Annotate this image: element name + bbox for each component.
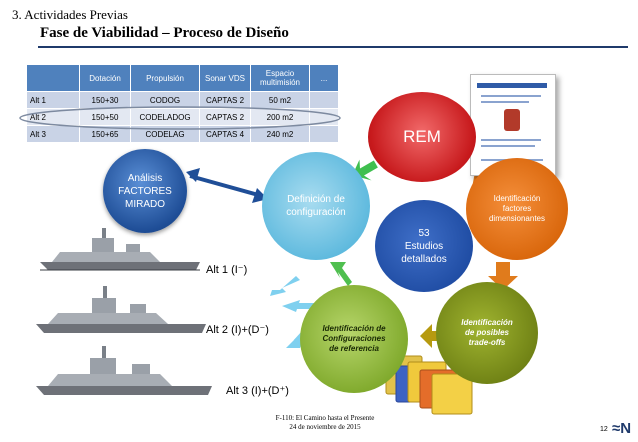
doc-line [481, 145, 535, 147]
circle-text-line: Identificación [493, 194, 541, 203]
page-number: 12 [600, 426, 608, 433]
table-cell: Alt 3 [26, 125, 80, 143]
table-cell [309, 125, 339, 143]
circle-text-line: de referencia [329, 344, 379, 353]
analisis-line-3: MIRADO [125, 198, 165, 210]
circle-text-line: Estudios [404, 240, 444, 252]
section-heading: 3. Actividades Previas [12, 7, 128, 22]
circle-text-line: Identificación de [322, 324, 386, 333]
table-header-cell: ... [309, 64, 339, 92]
circle-text-line: detallados [401, 253, 447, 265]
emblem-icon [504, 109, 520, 131]
footer-line-2: 24 de noviembre de 2015 [289, 423, 361, 431]
brand-logo: ≈N [612, 420, 632, 437]
footer-line-1: F-110: El Camino hasta el Presente [275, 414, 375, 422]
circle-text-line: Definición de [287, 194, 345, 205]
circle-text-line: 53 [418, 227, 430, 239]
table-row: Alt 1 150+30 CODOG CAPTAS 2 50 m2 [26, 91, 339, 109]
circle-text-line: trade-offs [468, 338, 506, 347]
table-cell: 200 m2 [250, 108, 310, 126]
highlight-ellipse [19, 106, 341, 130]
identificacion-tradeoffs-circle: Identificación de posibles trade-offs [436, 282, 538, 384]
circle-text-line: de posibles [464, 328, 509, 337]
definicion-circle: Definición de configuración [262, 152, 370, 260]
table-cell: 240 m2 [250, 125, 310, 143]
alt1-label: Alt 1 (I⁻) [206, 264, 248, 276]
alt3-label: Alt 3 (I)+(D⁺) [226, 385, 289, 397]
table-header-cell: Propulsión [130, 64, 200, 92]
title-rule [38, 46, 628, 48]
circle-text-line: dimensionantes [488, 214, 546, 223]
circle-text-line: Configuraciones [322, 334, 386, 343]
analisis-circle: Análisis FACTORES MIRADO [103, 149, 187, 233]
table-row: Alt 3 150+65 CODELAG CAPTAS 4 240 m2 [26, 125, 339, 143]
table-cell: CAPTAS 2 [199, 108, 251, 126]
ship-alt3-image [36, 346, 212, 395]
analisis-line-2: FACTORES [118, 185, 172, 197]
table-cell: 150+65 [79, 125, 131, 143]
table-cell: CODOG [130, 91, 200, 109]
alternatives-table: Dotación Propulsión Sonar VDS Espacio mu… [26, 64, 339, 143]
doc-line [481, 139, 541, 141]
footer-text: F-110: El Camino hasta el Presente 24 de… [240, 414, 410, 432]
rem-label: REM [403, 127, 441, 146]
rem-circle: REM [368, 92, 476, 182]
arrow-olive-icon [420, 324, 444, 348]
table-cell: CAPTAS 2 [199, 91, 251, 109]
ship-alt1-image [40, 228, 200, 271]
identificacion-configuraciones-circle: Identificación de Configuraciones de ref… [300, 285, 408, 393]
double-arrow-icon [186, 168, 268, 203]
circle-text-line: factores [502, 204, 532, 213]
circle-text-line: Identificación [461, 318, 513, 327]
table-cell: 150+50 [79, 108, 131, 126]
identificacion-factores-circle: Identificación factores dimensionantes [466, 158, 568, 260]
table-cell: 150+30 [79, 91, 131, 109]
table-header-cell [26, 64, 80, 92]
doc-line [481, 95, 541, 97]
circle-text-line: configuración [286, 207, 346, 218]
doc-header-bar [477, 83, 547, 88]
analisis-line-1: Análisis [127, 172, 163, 184]
estudios-circle: 53 Estudios detallados [375, 200, 473, 292]
table-header-cell: Dotación [79, 64, 131, 92]
alt2-label: Alt 2 (I)+(D⁻) [206, 324, 269, 336]
ship-alt2-image [36, 286, 206, 333]
arrow-lightgreen-icon [330, 262, 352, 286]
table-row: Alt 2 150+50 CODELADOG CAPTAS 2 200 m2 [26, 108, 339, 126]
page-title: Fase de Viabilidad – Proceso de Diseño [40, 25, 289, 41]
doc-line [481, 101, 529, 103]
